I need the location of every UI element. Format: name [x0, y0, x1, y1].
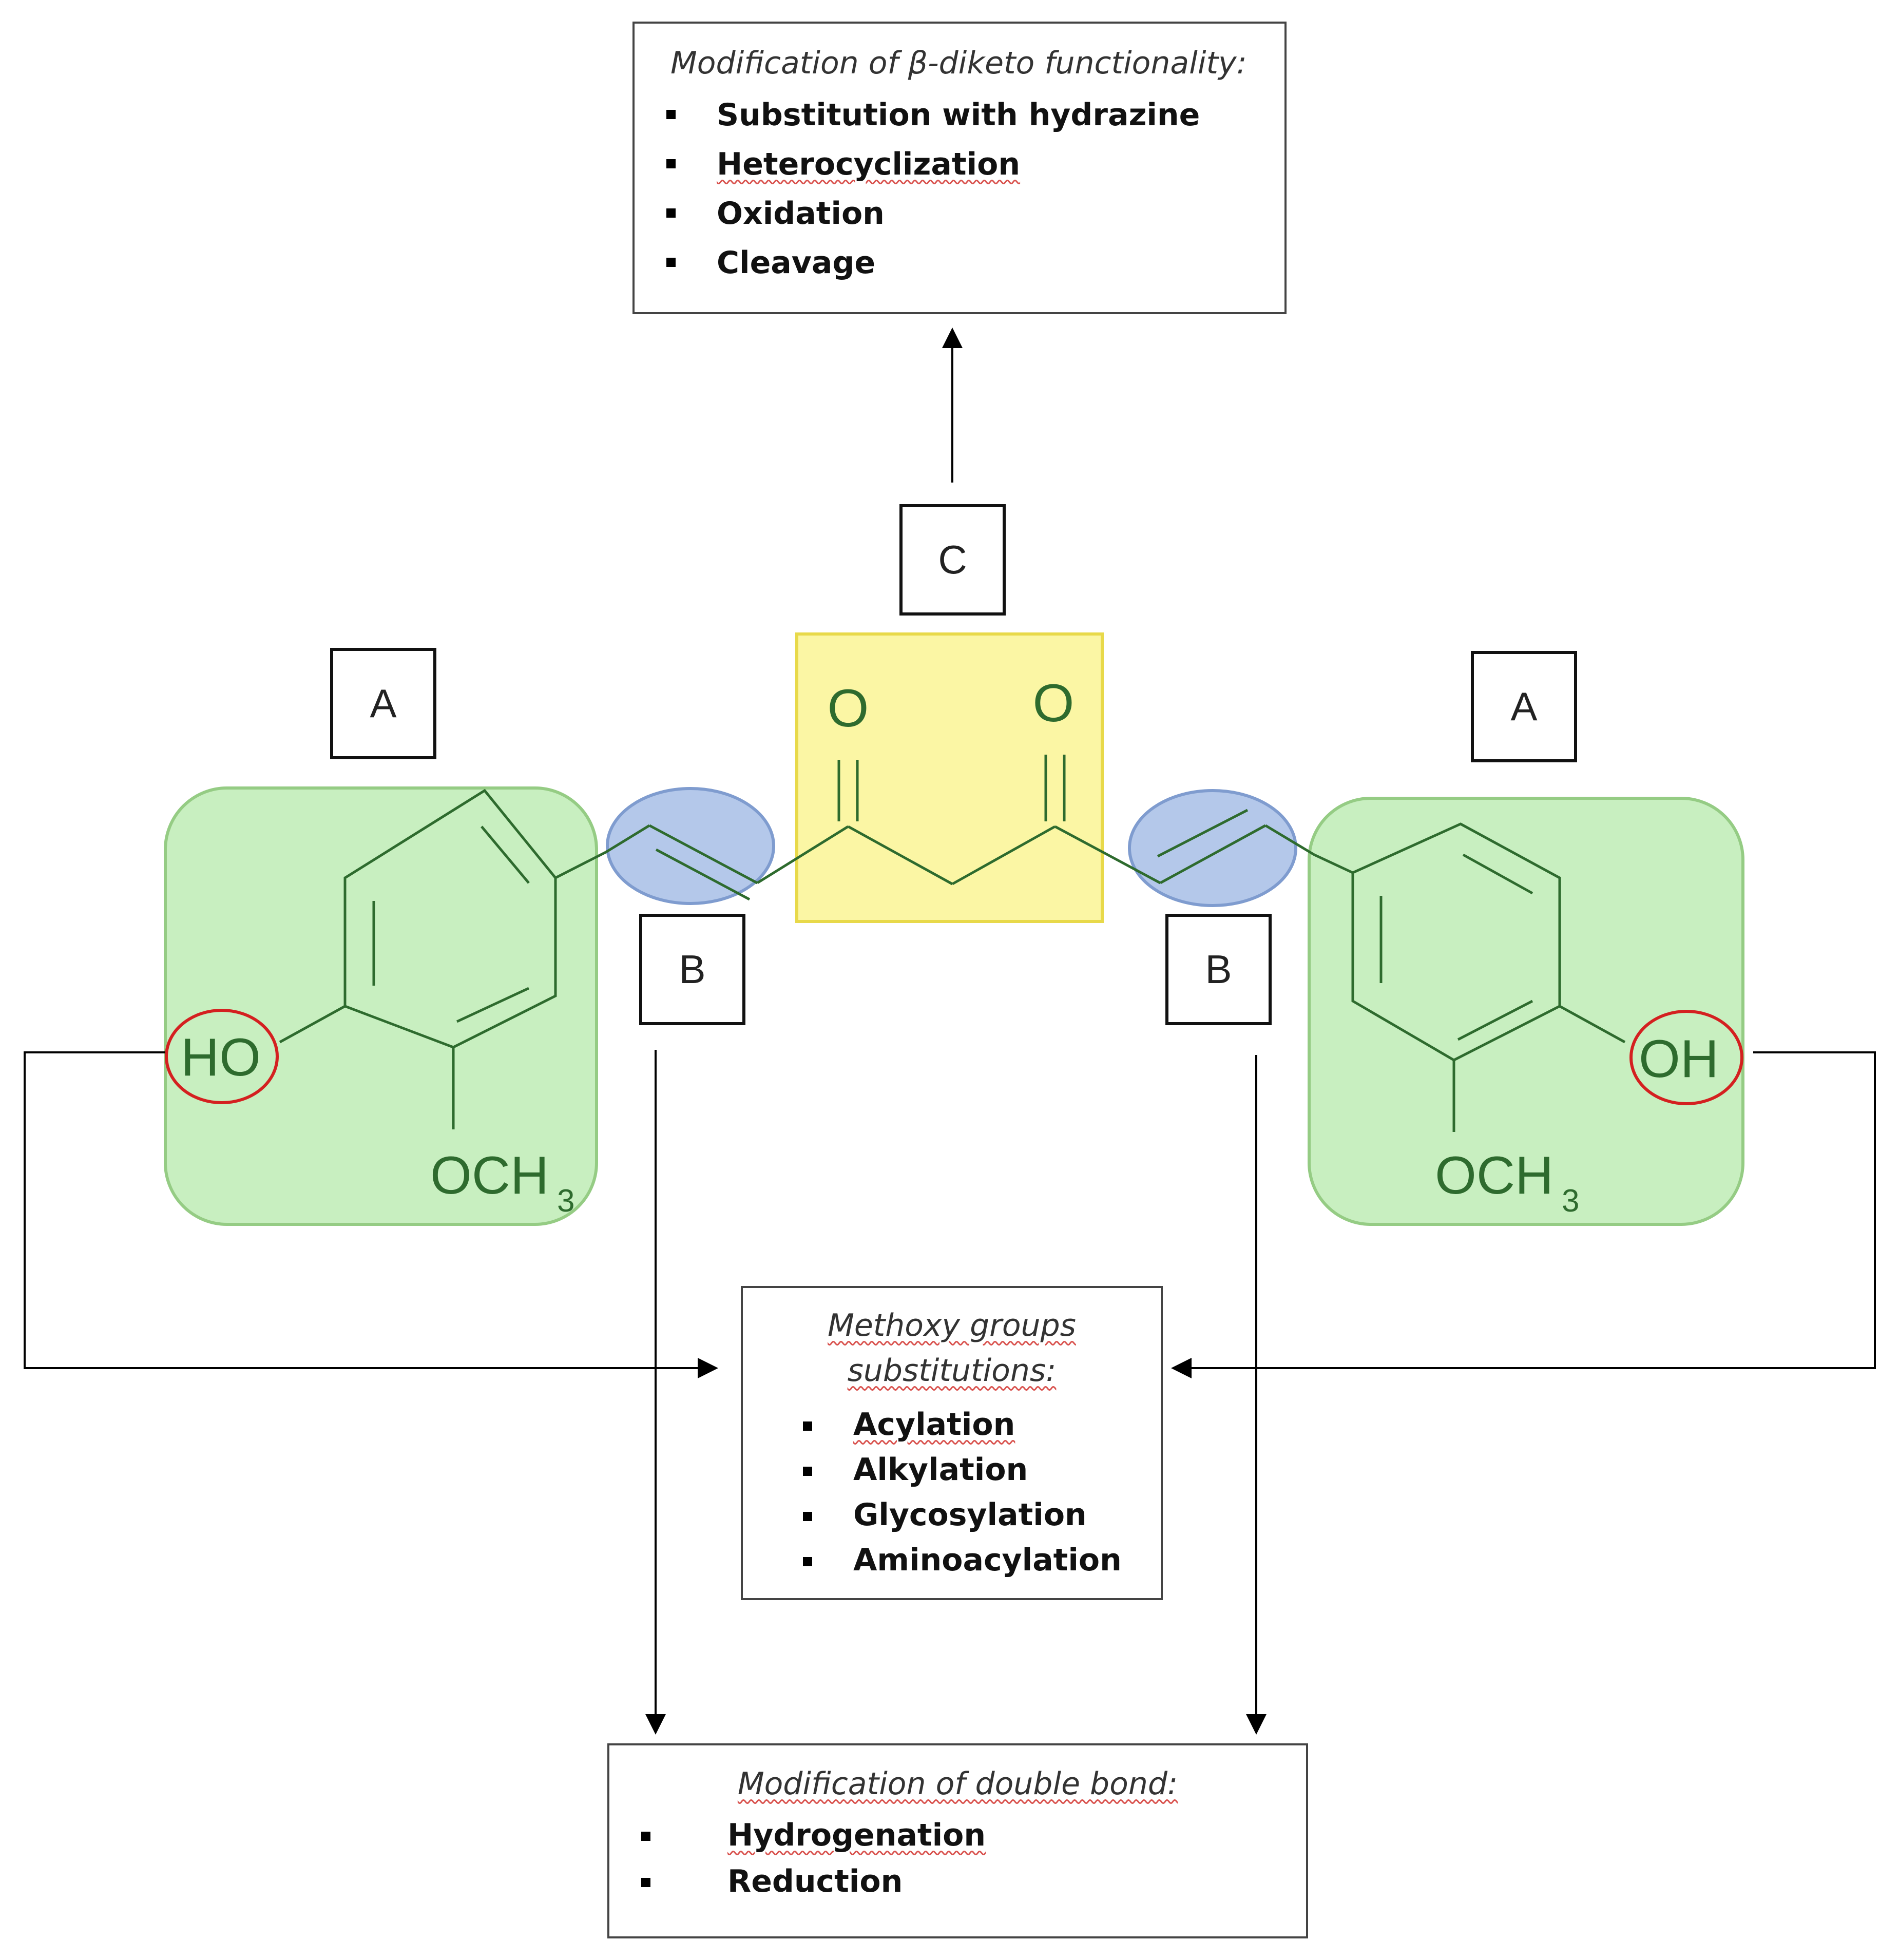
molecular-bonds	[279, 755, 1626, 1132]
diketo-modification-box: Modification of β-diketo functionality: …	[632, 22, 1287, 314]
right-hydroxyl-label: OH	[1639, 1029, 1719, 1089]
list-item: Oxidation	[635, 189, 1200, 238]
list-item: Glycosylation	[771, 1492, 1122, 1538]
label-a-left: A	[330, 648, 436, 759]
methoxy-box-title-line2: substitutions:	[847, 1353, 1057, 1389]
right-methoxy-label: OCH	[1435, 1146, 1553, 1205]
right-aryl-region	[1308, 797, 1744, 1226]
label-c: C	[899, 504, 1006, 616]
left-methoxy-label: OCH	[430, 1146, 549, 1205]
methoxy-box-title-line1: Methoxy groups	[828, 1308, 1076, 1343]
right-methoxy-subscript: 3	[1562, 1183, 1579, 1219]
list-item: Acylation	[771, 1402, 1122, 1447]
list-item: Hydrogenation	[609, 1812, 986, 1858]
label-a-right: A	[1471, 651, 1577, 762]
list-item: Aminoacylation	[771, 1538, 1122, 1583]
right-alkene-region	[1128, 789, 1297, 907]
label-b-right: B	[1165, 914, 1272, 1025]
double-bond-modification-list: Hydrogenation Reduction	[609, 1812, 986, 1905]
right-hydroxyl-circle	[1629, 1010, 1743, 1105]
left-hydroxyl-connector	[24, 1051, 718, 1378]
double-bond-box-title: Modification of double bond:	[737, 1766, 1178, 1802]
list-item: Reduction	[609, 1858, 986, 1905]
left-methoxy-subscript: 3	[557, 1183, 574, 1219]
right-hydroxyl-connector	[1171, 1051, 1876, 1378]
left-aryl-region	[164, 786, 598, 1226]
ketone-oxygen-right: O	[1033, 674, 1075, 733]
list-item: Substitution with hydrazine	[635, 90, 1200, 140]
methoxy-substitution-list: Acylation Alkylation Glycosylation Amino…	[771, 1402, 1122, 1583]
diketo-box-title: Modification of β-diketo functionality:	[670, 45, 1247, 81]
methoxy-substitution-box: Methoxy groups substitutions: Acylation …	[741, 1286, 1163, 1600]
left-hydroxyl-circle	[165, 1009, 279, 1104]
list-item: Alkylation	[771, 1447, 1122, 1492]
ketone-oxygen-left: O	[828, 679, 869, 738]
list-item: Cleavage	[635, 238, 1200, 287]
label-b-left: B	[639, 914, 745, 1025]
list-item: Heterocyclization	[635, 140, 1200, 189]
double-bond-modification-box: Modification of double bond: Hydrogenati…	[607, 1743, 1308, 1938]
diketo-region	[795, 632, 1104, 923]
left-hydroxyl-label: HO	[181, 1028, 261, 1087]
connectors	[24, 328, 1876, 1735]
diketo-modification-list: Substitution with hydrazine Heterocycliz…	[635, 90, 1200, 287]
